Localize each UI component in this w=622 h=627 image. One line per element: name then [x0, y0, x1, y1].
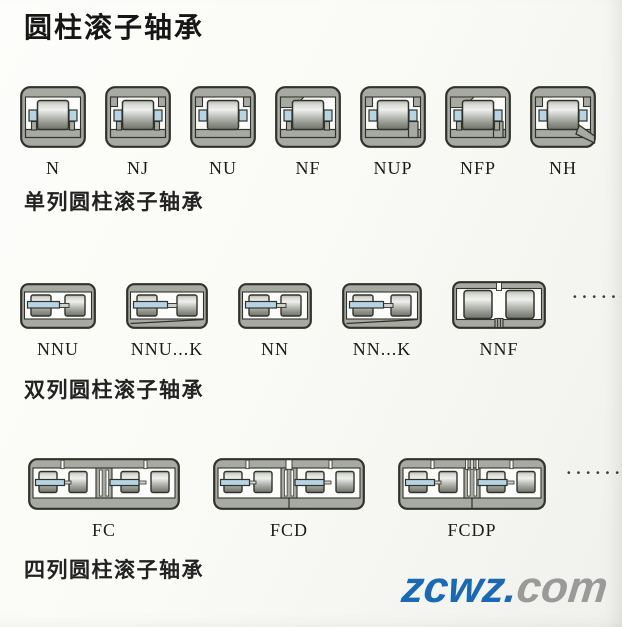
- bearing-label: NF: [295, 158, 321, 178]
- ellipsis-dots-double-row: ······: [572, 287, 622, 306]
- bearing-label: NJ: [126, 158, 149, 178]
- figure-bearing-fcdp: FCDP: [398, 458, 546, 541]
- bearing-fcd-icon: [213, 458, 365, 510]
- bearing-nnf-icon: [452, 281, 546, 329]
- figure-bearing-nh: NH: [530, 86, 596, 179]
- bearing-nf-icon: [275, 86, 341, 148]
- figure-bearing-nfp: NFP: [445, 86, 511, 179]
- section-caption-four-row: 四列圆柱滚子轴承: [24, 559, 204, 582]
- bearing-row-single: N NJ NU NF NUP NFP NH: [20, 86, 596, 179]
- bearing-nnu-icon: [20, 283, 96, 329]
- figure-bearing-fc: FC: [28, 458, 180, 541]
- figure-bearing-nnu-k: NNU...K: [126, 283, 208, 360]
- figure-bearing-nj: NJ: [105, 86, 171, 179]
- bearing-nup-icon: [360, 86, 426, 148]
- section-caption-double-row: 双列圆柱滚子轴承: [24, 379, 204, 402]
- section-caption-single-row: 单列圆柱滚子轴承: [24, 191, 204, 214]
- figure-bearing-nn: NN: [238, 283, 312, 360]
- bearing-label: NNF: [479, 339, 519, 359]
- bearing-label: NN: [261, 339, 289, 359]
- bearing-label: NN...K: [352, 339, 412, 359]
- figure-bearing-nnu: NNU: [20, 283, 96, 360]
- bearing-nnu-k-icon: [126, 283, 208, 329]
- figure-bearing-fcd: FCD: [213, 458, 365, 541]
- bearing-nh-icon: [530, 86, 596, 148]
- bearing-nj-icon: [105, 86, 171, 148]
- bearing-nu-icon: [190, 86, 256, 148]
- figure-bearing-nnf: NNF: [452, 281, 546, 360]
- bearing-label: N: [46, 158, 60, 178]
- bearing-fc-icon: [28, 458, 180, 510]
- figure-bearing-n: N: [20, 86, 86, 179]
- figure-bearing-nf: NF: [275, 86, 341, 179]
- bearing-label: NU: [209, 158, 237, 178]
- bearing-row-double: NNU NNU...K NN NN...K NNF: [20, 281, 546, 360]
- figure-bearing-nup: NUP: [360, 86, 426, 179]
- bearing-n-icon: [20, 86, 86, 148]
- bearing-nn-icon: [238, 283, 312, 329]
- page-title: 圆柱滚子轴承: [24, 13, 205, 44]
- bearing-fcdp-icon: [398, 458, 546, 510]
- bearing-label: NH: [549, 158, 577, 178]
- bearing-nfp-icon: [445, 86, 511, 148]
- bearing-label: NNU...K: [130, 339, 204, 359]
- watermark-brand: zcwz: [399, 563, 508, 612]
- section-double-row: NNU NNU...K NN NN...K NNF: [20, 281, 546, 360]
- watermark-tld: com: [514, 563, 611, 612]
- bearing-label: NUP: [373, 158, 413, 178]
- bearing-label: FCD: [269, 520, 308, 540]
- bearing-row-four: FC FCD FCDP: [28, 458, 546, 541]
- bearing-label: NNU: [37, 339, 79, 359]
- section-four-row: FC FCD FCDP: [28, 458, 546, 541]
- watermark-logo: zcwz.com: [399, 563, 611, 612]
- figure-bearing-nu: NU: [190, 86, 256, 179]
- section-single-row: N NJ NU NF NUP NFP NH: [20, 86, 596, 179]
- bearing-label: NFP: [459, 158, 497, 178]
- figure-bearing-nn-k: NN...K: [342, 283, 422, 360]
- bearing-label: FC: [91, 520, 117, 540]
- ellipsis-dots-four-row: ······: [566, 463, 622, 482]
- bearing-nn-k-icon: [342, 283, 422, 329]
- bearing-label: FCDP: [447, 520, 497, 540]
